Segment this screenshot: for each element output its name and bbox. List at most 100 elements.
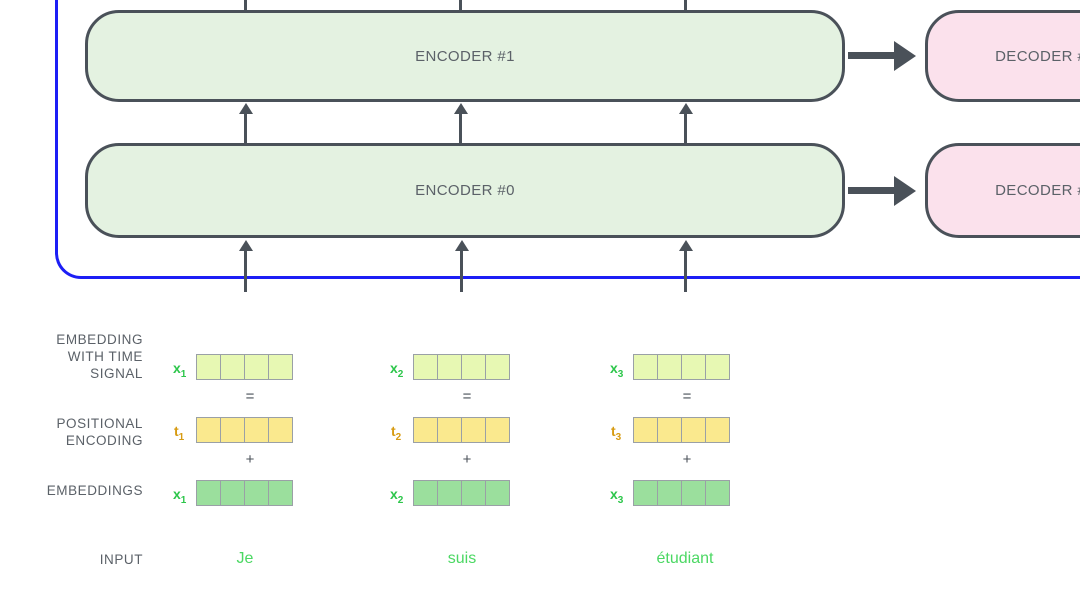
vector-tag-embeddings-1: x1: [173, 486, 186, 506]
vector-cell: [633, 417, 658, 443]
vector-tag-letter: t: [611, 423, 616, 439]
vector-embeddings-3: [633, 480, 730, 506]
vector-cell: [220, 354, 245, 380]
encoder0-to-encoder1-line-3: [684, 113, 687, 143]
row-label-input: INPUT: [99, 552, 143, 567]
vector-tag-letter: t: [391, 423, 396, 439]
encoder-block-0[interactable]: ENCODER #0: [85, 143, 845, 238]
encoder1-output-line-2: [459, 0, 462, 12]
vector-cell: [705, 354, 730, 380]
vector-tag-embedding-with-time-3: x3: [610, 360, 623, 380]
input-token-1: Je: [236, 550, 254, 567]
vector-tag-letter: x: [610, 486, 618, 502]
vector-cell: [196, 480, 221, 506]
decoder-block-0[interactable]: DECODER #0: [925, 143, 1080, 238]
vector-tag-letter: x: [390, 486, 398, 502]
operator-equals-1: =: [245, 388, 255, 405]
vector-tag-sub: 3: [615, 431, 622, 443]
vector-cell: [437, 417, 462, 443]
decoder-0-label: DECODER #0: [995, 182, 1080, 199]
vector-cell: [705, 417, 730, 443]
vector-positional-encoding-2: [413, 417, 510, 443]
vector-cell: [413, 480, 438, 506]
input-token-2: suis: [447, 550, 477, 567]
vector-tag-letter: x: [173, 360, 181, 376]
vector-embedding-with-time-1: [196, 354, 293, 380]
encoder0-to-encoder1-line-1: [244, 113, 247, 143]
vector-cell: [220, 480, 245, 506]
vector-cell: [633, 354, 658, 380]
encoder-1-label: ENCODER #1: [415, 47, 515, 65]
vector-cell: [196, 417, 221, 443]
vector-cell: [220, 417, 245, 443]
vector-tag-letter: x: [173, 486, 181, 502]
encoder0-to-decoder0-arrowhead: [894, 176, 916, 206]
operator-equals-2: =: [462, 388, 472, 405]
operator-equals-3: =: [682, 388, 692, 405]
input-to-encoder0-arrowhead-2: [454, 240, 469, 251]
vector-cell: [657, 354, 682, 380]
vector-cell: [633, 480, 658, 506]
vector-cell: [244, 417, 269, 443]
vector-tag-letter: x: [610, 360, 618, 376]
vector-cell: [268, 417, 293, 443]
row-label-embedding-with-time-signal: EMBEDDING WITH TIME SIGNAL: [56, 332, 143, 381]
vector-embedding-with-time-3: [633, 354, 730, 380]
decoder-1-label: DECODER #1: [995, 47, 1080, 65]
vector-cell: [461, 480, 486, 506]
vector-tag-sub: 1: [178, 431, 185, 443]
vector-cell: [461, 417, 486, 443]
operator-plus-1: +: [245, 451, 255, 468]
vector-cell: [681, 354, 706, 380]
vector-embedding-with-time-2: [413, 354, 510, 380]
encoder1-to-decoder1-arrowhead: [894, 41, 916, 71]
encoder0-to-encoder1-line-2: [459, 113, 462, 143]
operator-plus-3: +: [682, 451, 692, 468]
vector-tag-embedding-with-time-1: x1: [173, 360, 186, 380]
vector-cell: [437, 354, 462, 380]
vector-cell: [485, 480, 510, 506]
vector-cell: [485, 417, 510, 443]
vector-tag-embeddings-3: x3: [610, 486, 623, 506]
vector-cell: [268, 480, 293, 506]
vector-cell: [461, 354, 486, 380]
vector-tag-sub: 1: [180, 494, 187, 506]
vector-embeddings-1: [196, 480, 293, 506]
vector-cell: [437, 480, 462, 506]
vector-cell: [413, 354, 438, 380]
input-to-encoder0-line-2: [460, 250, 463, 292]
encoder1-to-decoder1-line: [848, 52, 896, 59]
encoder1-output-line-1: [244, 0, 247, 12]
vector-tag-positional-2: t2: [391, 423, 401, 443]
vector-cell: [485, 354, 510, 380]
input-token-3: étudiant: [656, 550, 714, 567]
row-label-positional-encoding: POSITIONAL ENCODING: [56, 416, 143, 448]
vector-tag-sub: 2: [397, 494, 404, 506]
vector-positional-encoding-1: [196, 417, 293, 443]
vector-cell: [244, 480, 269, 506]
operator-plus-2: +: [462, 451, 472, 468]
vector-tag-sub: 3: [617, 368, 624, 380]
vector-cell: [705, 480, 730, 506]
encoder0-to-encoder1-arrowhead-1: [238, 103, 253, 114]
decoder-block-1[interactable]: DECODER #1: [925, 10, 1080, 102]
input-to-encoder0-arrowhead-3: [678, 240, 693, 251]
encoder0-to-decoder0-line: [848, 187, 896, 194]
vector-tag-positional-1: t1: [174, 423, 184, 443]
vector-tag-sub: 3: [617, 494, 624, 506]
vector-cell: [268, 354, 293, 380]
vector-tag-embedding-with-time-2: x2: [390, 360, 403, 380]
vector-cell: [657, 480, 682, 506]
vector-cell: [681, 417, 706, 443]
encoder0-to-encoder1-arrowhead-2: [453, 103, 468, 114]
vector-cell: [244, 354, 269, 380]
vector-tag-sub: 1: [180, 368, 187, 380]
vector-tag-embeddings-2: x2: [390, 486, 403, 506]
vector-tag-positional-3: t3: [611, 423, 621, 443]
vector-cell: [657, 417, 682, 443]
vector-tag-sub: 2: [395, 431, 402, 443]
vector-embeddings-2: [413, 480, 510, 506]
vector-cell: [681, 480, 706, 506]
encoder-block-1[interactable]: ENCODER #1: [85, 10, 845, 102]
